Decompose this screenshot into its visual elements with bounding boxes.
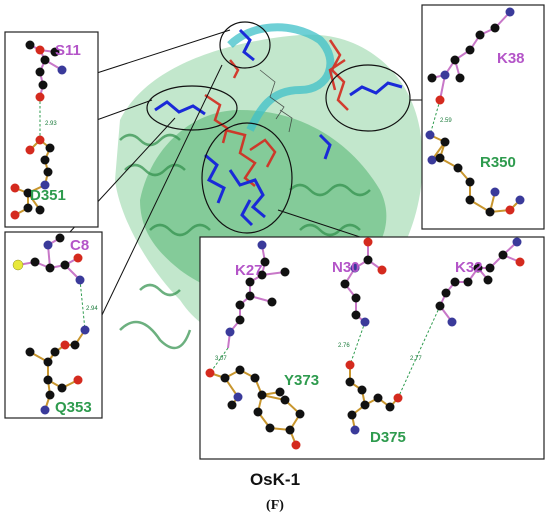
residue-label-s11: S11	[55, 42, 81, 59]
residue-label-k32: K32	[455, 259, 483, 276]
panel-label: (F)	[266, 498, 284, 513]
residue-label-y373: Y373	[284, 372, 319, 389]
residue-label-c8: C8	[70, 237, 89, 254]
panel-s11-atoms	[10, 40, 67, 220]
panel-s11-d351: S11 2.93 D351	[4, 31, 99, 228]
panel-k38-atoms	[425, 7, 525, 217]
site-circle-center	[201, 122, 293, 234]
distance-label-n30-d375: 2.76	[338, 343, 350, 349]
distance-label-c8-q353: 2.94	[86, 306, 98, 312]
panel-bottom-interactions: K27 3.07 Y373 N30 2.76 K32 2.77 D375	[199, 236, 545, 460]
residue-label-k38: K38	[497, 50, 525, 67]
panel-bottom-atoms	[205, 237, 525, 450]
residue-label-n30: N30	[332, 259, 360, 276]
residue-label-q353: Q353	[55, 399, 92, 416]
figure-title: OsK-1	[249, 470, 301, 489]
residue-label-d351: D351	[30, 187, 66, 204]
residue-label-d375: D375	[370, 429, 406, 446]
distance-label-s11-d351: 2.93	[45, 121, 57, 127]
residue-label-k27: K27	[235, 262, 263, 279]
site-circles	[146, 21, 411, 234]
panel-c8-q353: C8 2.94 Q353	[4, 231, 103, 419]
site-circle-c8	[219, 21, 271, 69]
residue-label-r350: R350	[480, 154, 516, 171]
panel-c8-atoms	[12, 233, 90, 415]
distance-label-k38-r350: 2.59	[440, 118, 452, 124]
distance-label-k27-y373: 3.07	[215, 356, 227, 362]
panel-k38-r350: K38 2.59 R350	[421, 4, 545, 230]
site-circle-s11	[146, 85, 238, 131]
site-circle-k38	[325, 64, 411, 132]
distance-label-k32-d375: 2.77	[410, 356, 422, 362]
